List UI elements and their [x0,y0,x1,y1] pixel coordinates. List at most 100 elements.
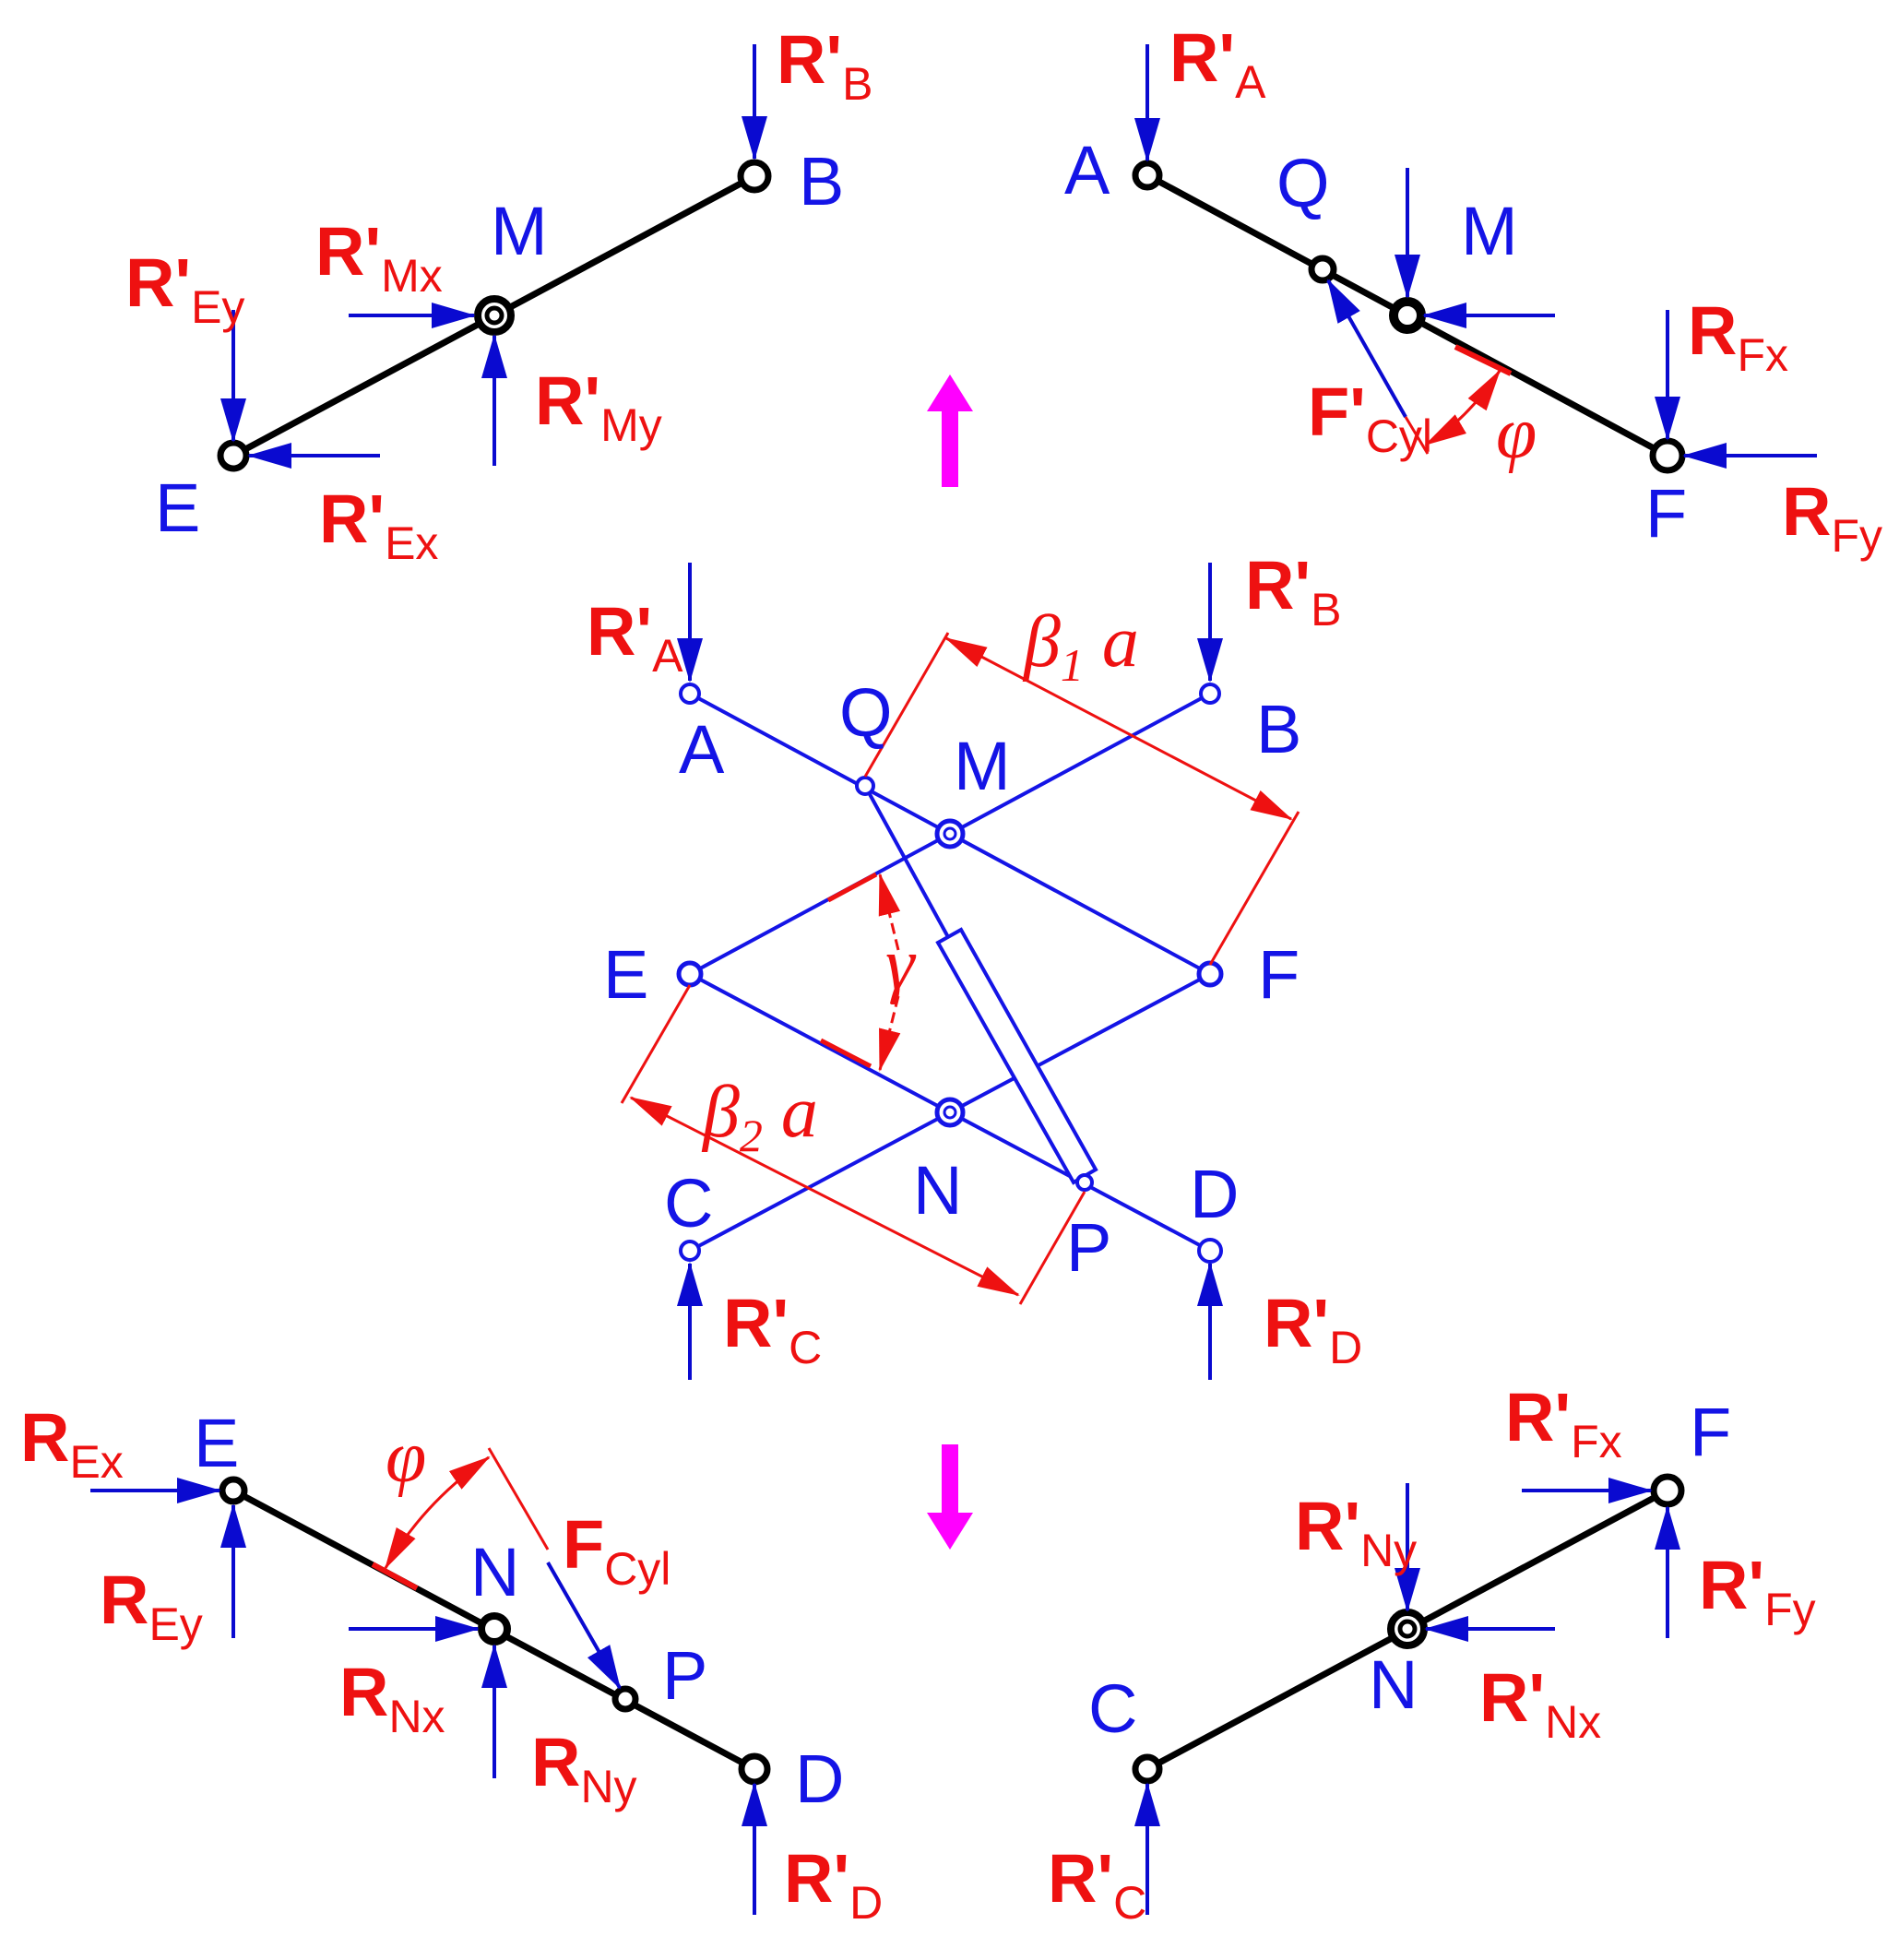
joint-n [478,1612,511,1645]
label-phi-top: φ [1496,393,1537,474]
joint-c [1132,1753,1163,1785]
center-label-c: C [664,1165,713,1241]
joint-m-inner [484,305,504,326]
label-point-n: N [1369,1646,1418,1723]
gamma-arrow-lower [878,995,901,1072]
label-beta1-a: β1 a [1022,601,1139,691]
motion-arrow-down [927,1444,973,1550]
center-joint-q [855,776,875,796]
joint-a [1132,160,1163,191]
label-point-m: M [491,193,548,269]
beta1-dimension-line [944,636,1293,821]
label-point-e: E [155,469,200,546]
gamma-arrow-upper [878,873,901,951]
center-joint-b [1199,683,1221,705]
label-force-rex: REx [20,1399,124,1488]
joint-f [1650,1473,1685,1508]
center-label-force-ra: R'A [587,593,683,682]
center-scissor-mechanism: β1 a β2 a γ A B Q M E F N P C D R'A R'B … [587,547,1362,1380]
gamma-mark-upper [826,872,878,903]
phi-mark-top [1454,344,1513,376]
cylinder-body [935,927,1098,1185]
beta2-dimension-line [629,1096,1020,1297]
label-point-e: E [194,1405,239,1481]
label-force-rny: R'Ny [1295,1488,1417,1576]
bottom-right-free-body: F N C R'Fx R'Ny R'Fy R'Nx R'C [1048,1379,1816,1929]
joint-f [1649,437,1686,474]
label-point-p: P [662,1637,707,1714]
label-point-f: F [1645,475,1687,552]
joint-n-inner [1397,1619,1418,1639]
center-joint-d [1197,1238,1223,1264]
label-force-rfx: RFx [1688,292,1788,381]
label-force-rny: RNy [531,1724,637,1812]
cylinder-rod [863,785,950,938]
label-point-n: N [470,1534,519,1610]
label-point-m: M [1461,193,1518,269]
label-force-fcyl: FCyl [563,1506,671,1595]
center-label-n: N [913,1152,962,1229]
label-force-fcyl: F'Cyl [1308,374,1432,462]
joint-e [219,1476,248,1505]
center-label-force-rd: R'D [1264,1285,1362,1373]
label-point-q: Q [1276,145,1330,221]
label-point-b: B [799,143,844,220]
label-phi-bottom: φ [386,1417,426,1498]
motion-arrow-up [927,374,973,487]
label-point-c: C [1088,1670,1137,1747]
center-label-p: P [1066,1209,1111,1286]
center-joint-m-inner [943,826,957,841]
joint-e [217,439,250,472]
phi-angle-arc [384,1455,491,1570]
top-right-free-body: φ A Q M F R'A RFx F'Cyl RFy [1064,19,1882,562]
label-point-a: A [1064,132,1110,208]
label-force-rex: R'Ex [319,481,438,569]
center-joint-p [1075,1173,1094,1192]
label-force-rfx: R'Fx [1505,1379,1622,1467]
label-point-d: D [795,1740,844,1817]
label-force-rnx: RNx [339,1654,445,1742]
center-label-q: Q [839,674,893,751]
label-force-rmy: R'My [535,362,662,451]
center-label-e: E [603,936,648,1013]
phi-angle-arc [1424,369,1501,446]
center-label-f: F [1258,936,1300,1013]
label-gamma: γ [885,924,917,1005]
center-joint-f [1196,960,1224,988]
center-joint-e [676,960,704,988]
joint-q [1308,255,1337,284]
label-force-rc: R'C [1048,1840,1146,1929]
center-label-d: D [1190,1156,1239,1232]
force-arrow-fcyl [1326,279,1407,418]
phi-extension-line [1404,416,1430,455]
center-label-m: M [954,728,1011,804]
label-force-rey: REy [100,1562,203,1650]
label-force-rfy: RFy [1782,473,1882,562]
force-arrow-fcyl [546,1562,622,1690]
label-point-f: F [1690,1394,1731,1470]
beta2-extension-e [620,984,692,1104]
top-left-free-body: B M E R'B R'Mx R'Ey R'My R'Ex [125,21,872,569]
label-beta2-a: β2 a [701,1072,818,1161]
label-force-rd: R'D [784,1840,883,1929]
joint-b [737,159,772,194]
center-joint-a [679,683,701,705]
joint-d [738,1752,771,1786]
center-label-b: B [1256,691,1301,767]
joint-p [611,1685,639,1713]
beta1-extension-q [863,632,950,778]
label-force-rfy: R'Fy [1699,1547,1816,1635]
beta2-extension-p [1018,1191,1086,1305]
phi-extension-line [487,1447,550,1550]
label-force-ra: R'A [1169,19,1266,108]
label-force-rmx: R'Mx [315,213,443,302]
center-label-force-rb: R'B [1245,547,1341,636]
label-force-rey: R'Ey [125,244,244,333]
center-joint-n-inner [943,1105,957,1120]
gamma-mark-lower [819,1038,872,1069]
center-label-a: A [679,711,725,788]
label-force-rb: R'B [777,21,872,110]
center-joint-c [679,1240,701,1262]
label-force-rnx: R'Nx [1479,1659,1601,1748]
